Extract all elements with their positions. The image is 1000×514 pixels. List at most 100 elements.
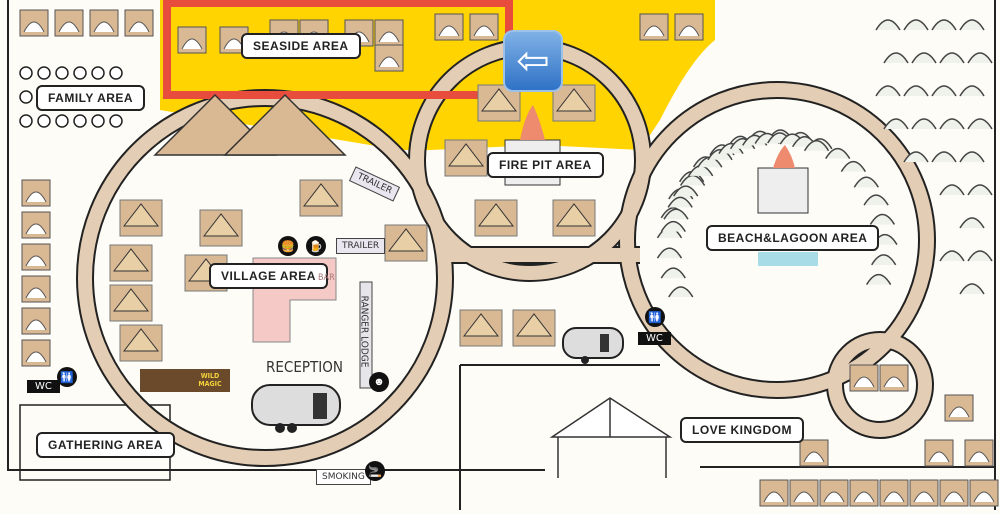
love-kingdom-label[interactable]: LOVE KINGDOM [680,417,805,443]
trailer-sign: TRAILER [336,238,386,254]
tipi-tent-icon [384,224,428,262]
dome-tent-icon [944,394,974,422]
dome-icon [967,52,993,64]
dome-icon [931,19,957,31]
family-pitches [19,66,123,128]
dome-tent-icon [434,13,464,41]
ranger-lodge-label: RANGER LODGE [358,295,370,368]
dome-icon [869,213,896,225]
wc-sign: WC [638,332,671,345]
dome-tent-icon [879,364,909,392]
seaside-area-label[interactable]: SEASIDE AREA [241,33,361,59]
dome-icon [673,185,699,197]
dome-icon [967,250,993,262]
dome-tent-icon [799,439,829,467]
beer-icon: 🍺 [306,236,326,256]
bell-tent-icon [459,309,503,347]
dome-icon [668,286,694,298]
dome-icon [959,283,985,295]
back-button[interactable]: ⇦ [503,30,563,92]
bell-tent-icon [444,139,488,177]
bell-tent-icon [109,244,153,282]
family-area-label[interactable]: FAMILY AREA [36,85,146,111]
site-boundary [7,0,996,510]
dome-icon [939,52,965,64]
ranger-icon: ☻ [369,372,389,392]
dome-tent-icon [674,13,704,41]
dome-icon [656,247,683,259]
ranger-lodge-building [359,281,373,389]
dome-tent-icon [939,479,969,507]
reception-label: RECEPTION [266,358,343,376]
bell-tent-icon [109,284,153,322]
dome-icon [959,151,985,163]
dome-tent-icon [124,9,154,37]
village-area-label[interactable]: VILLAGE AREA [209,263,328,289]
dome-icon [903,85,929,97]
tipi-tent-icon [199,209,243,247]
dome-icon [939,250,965,262]
wild-magic-label: WILD MAGIC [198,372,222,388]
toilet-icon: 🚻 [57,367,77,387]
dome-tent-icon [849,479,879,507]
dome-icon [803,140,830,152]
dome-tent-icon [21,211,51,239]
dome-icon [939,184,965,196]
dome-tent-icon [849,364,879,392]
dome-tent-icon [21,275,51,303]
dome-tent-icon [21,339,51,367]
lagoon [758,252,818,266]
dome-icon [959,217,985,229]
dome-icon [967,184,993,196]
dome-icon [959,19,985,31]
trailer-icon [562,327,624,364]
dome-icon [875,19,901,31]
tipi-tent-icon [299,179,343,217]
dome-tent-icon [909,479,939,507]
dome-tent-icon [759,479,789,507]
dome-tent-icon [177,26,207,54]
bell-tent-icon [552,84,596,122]
dome-icon [883,118,909,130]
large-tipi-icon [223,93,347,156]
dome-tent-icon [789,479,819,507]
dome-icon [840,160,867,173]
dome-tent-icon [54,9,84,37]
dome-tent-icon [19,9,49,37]
bell-tent-icon [512,309,556,347]
dome-icon [903,151,929,163]
toilet-icon: 🚻 [645,307,665,327]
dome-tent-icon [969,479,999,507]
wild-magic-sign [140,369,230,392]
fire-pit-area-label[interactable]: FIRE PIT AREA [487,152,604,178]
dome-icon [667,196,693,208]
dome-tent-icon [21,243,51,271]
dome-icon [931,85,957,97]
dome-icon [663,208,689,220]
beach-fire-pit-icon [757,145,809,214]
dome-tent-icon [819,479,849,507]
dome-icon [660,267,686,279]
beach-lagoon-area-label[interactable]: BEACH&LAGOON AREA [706,225,880,251]
dome-icon [825,147,851,160]
gathering-area-label[interactable]: GATHERING AREA [36,432,175,458]
dome-tent-icon [879,479,909,507]
dome-tent-icon [639,13,669,41]
dome-icon [863,194,889,206]
wc-sign: WC [27,380,60,393]
bell-tent-icon [552,199,596,237]
bell-tent-icon [474,199,518,237]
smoking-sign: SMOKING [316,469,371,485]
dome-icon [959,85,985,97]
dome-icon [865,273,892,285]
dome-tent-icon [21,179,51,207]
dome-icon [911,52,937,64]
dome-tent-icon [21,307,51,335]
dome-icon [967,118,993,130]
dome-icon [931,151,957,163]
dome-icon [871,254,897,266]
dome-icon [911,118,937,130]
bell-tent-icon [119,199,163,237]
